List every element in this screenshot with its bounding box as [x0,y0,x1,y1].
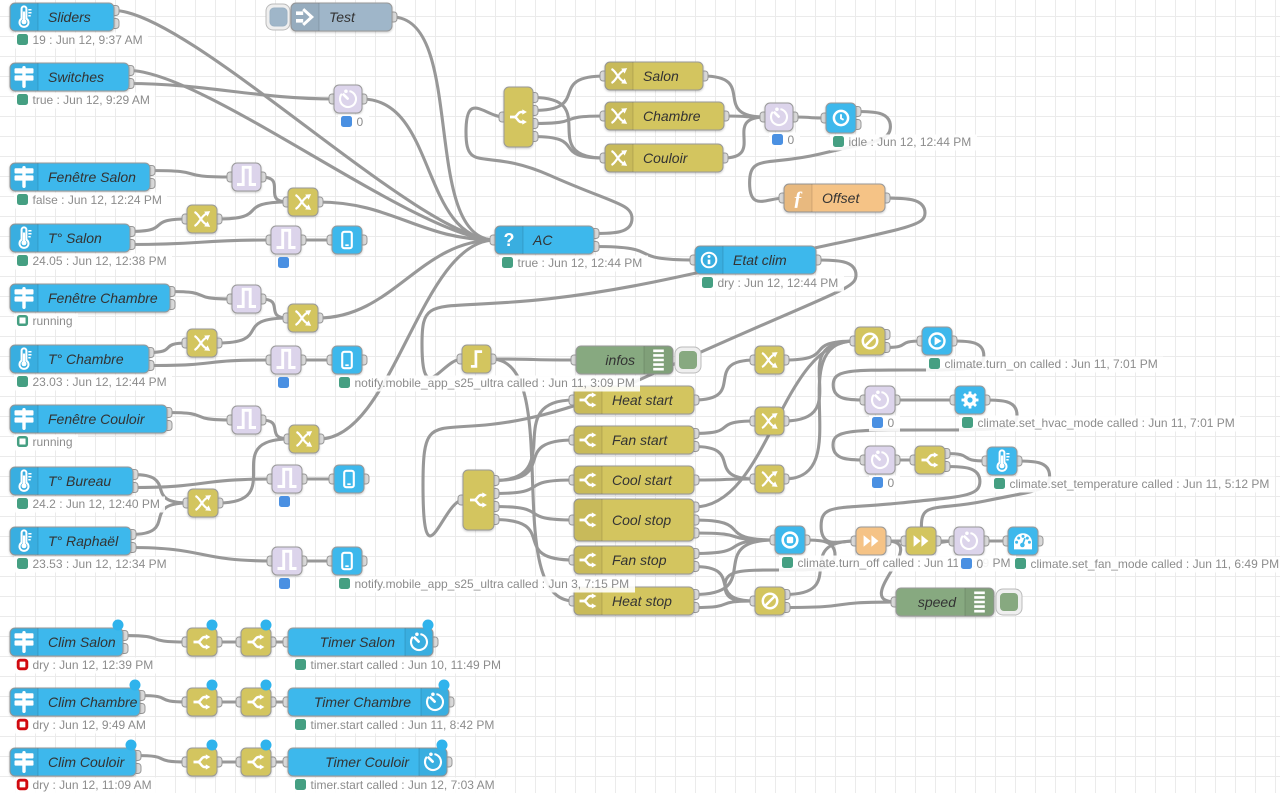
svg-text:Switches: Switches [48,69,104,85]
svg-text:climate.set_fan_mode called :: climate.set_fan_mode called : Jun 11, 6:… [1031,557,1280,571]
svg-text:Fan start: Fan start [612,432,668,448]
svg-text:Cool start: Cool start [612,472,673,488]
svg-text:Chambre: Chambre [643,108,701,124]
svg-text:notify.mobile_app_s25_ultra ca: notify.mobile_app_s25_ultra called : Jun… [355,376,635,390]
svg-text:climate.set_temperature called: climate.set_temperature called : Jun 11,… [1010,477,1270,491]
svg-text:idle : Jun 12, 12:44 PM: idle : Jun 12, 12:44 PM [849,135,972,149]
svg-text:T° Salon: T° Salon [48,230,102,246]
svg-text:Heat stop: Heat stop [612,593,672,609]
svg-text:dry : Jun 12, 9:49 AM: dry : Jun 12, 9:49 AM [33,718,146,732]
svg-text:Cool stop: Cool stop [612,512,671,528]
svg-text:timer.start called : Jun 11, 8: timer.start called : Jun 11, 8:42 PM [311,718,495,732]
svg-text:Fenêtre Salon: Fenêtre Salon [48,169,136,185]
svg-text:24.2 : Jun 12, 12:40 PM: 24.2 : Jun 12, 12:40 PM [33,497,160,511]
svg-text:Fenêtre Couloir: Fenêtre Couloir [48,411,146,427]
svg-text:Couloir: Couloir [643,150,689,166]
svg-text:23.03 : Jun 12, 12:44 PM: 23.03 : Jun 12, 12:44 PM [33,375,167,389]
svg-text:climate.turn_off called : Jun: climate.turn_off called : Jun 11, 7:09 P… [798,556,1011,570]
svg-text:ƒ: ƒ [793,188,803,210]
svg-text:Clim Salon: Clim Salon [48,634,116,650]
svg-text:true : Jun 12, 12:44 PM: true : Jun 12, 12:44 PM [518,256,643,270]
svg-text:0: 0 [888,416,895,430]
svg-text:Clim Couloir: Clim Couloir [48,754,126,770]
svg-text:0: 0 [888,476,895,490]
svg-text:speed: speed [918,594,957,610]
svg-text:?: ? [504,230,515,250]
svg-text:climate.turn_on called : Jun 1: climate.turn_on called : Jun 11, 7:01 PM [945,357,1158,371]
svg-text:false : Jun 12, 12:24 PM: false : Jun 12, 12:24 PM [33,193,162,207]
svg-text:dry : Jun 12, 12:39 PM: dry : Jun 12, 12:39 PM [33,658,154,672]
svg-text:Test: Test [329,9,356,25]
svg-text:T° Chambre: T° Chambre [48,351,124,367]
svg-text:0: 0 [357,115,364,129]
svg-text:23.53 : Jun 12, 12:34 PM: 23.53 : Jun 12, 12:34 PM [33,557,167,571]
svg-text:timer.start called : Jun 12, 7: timer.start called : Jun 12, 7:03 AM [311,778,495,792]
svg-text:T° Bureau: T° Bureau [48,473,111,489]
svg-text:Fenêtre Chambre: Fenêtre Chambre [48,290,158,306]
svg-text:dry : Jun 12, 11:09 AM: dry : Jun 12, 11:09 AM [33,778,152,792]
svg-text:Fan stop: Fan stop [612,552,667,568]
svg-text:Offset: Offset [822,190,860,206]
svg-text:Timer Chambre: Timer Chambre [314,694,411,710]
svg-text:AC: AC [532,232,553,248]
svg-text:Timer Salon: Timer Salon [320,634,396,650]
svg-text:19 : Jun 12, 9:37 AM: 19 : Jun 12, 9:37 AM [33,33,143,47]
svg-text:timer.start called : Jun 10, 1: timer.start called : Jun 10, 11:49 PM [311,658,502,672]
svg-text:infos: infos [605,352,635,368]
svg-text:running: running [33,435,73,449]
svg-text:true : Jun 12, 9:29 AM: true : Jun 12, 9:29 AM [33,93,150,107]
svg-text:dry : Jun 12, 12:44 PM: dry : Jun 12, 12:44 PM [718,276,839,290]
svg-text:Salon: Salon [643,68,679,84]
svg-text:24.05 : Jun 12, 12:38 PM: 24.05 : Jun 12, 12:38 PM [33,254,167,268]
svg-text:T° Raphaël: T° Raphaël [48,533,119,549]
svg-text:notify.mobile_app_s25_ultra ca: notify.mobile_app_s25_ultra called : Jun… [355,577,630,591]
svg-text:0: 0 [788,133,795,147]
svg-text:Clim Chambre: Clim Chambre [48,694,138,710]
svg-text:climate.set_hvac_mode called :: climate.set_hvac_mode called : Jun 11, 7… [978,416,1235,430]
svg-text:Sliders: Sliders [48,9,91,25]
svg-text:running: running [33,314,73,328]
svg-text:Etat clim: Etat clim [733,252,787,268]
svg-text:Heat start: Heat start [612,392,674,408]
svg-text:Timer Couloir: Timer Couloir [325,754,410,770]
svg-text:0: 0 [977,557,984,571]
